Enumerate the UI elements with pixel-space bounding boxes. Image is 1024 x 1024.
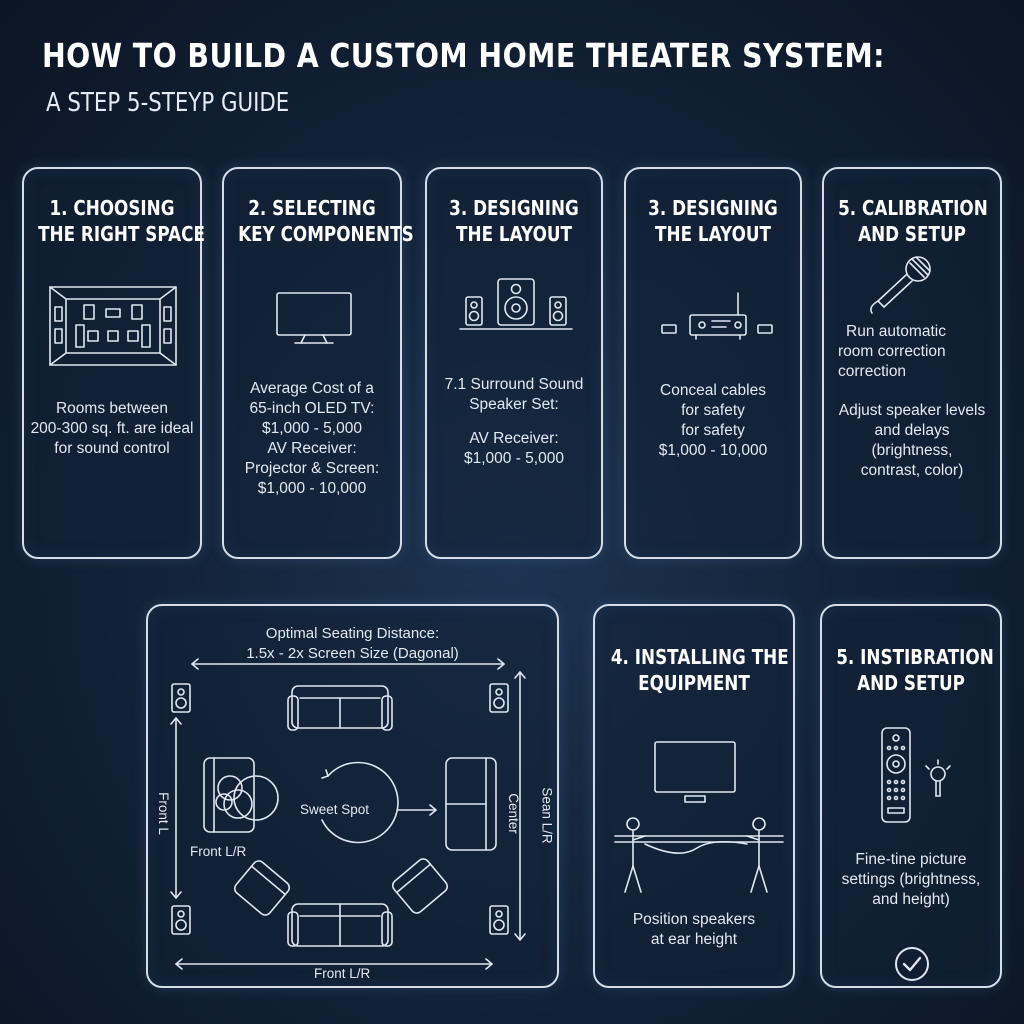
page-title: HOW TO BUILD A CUSTOM HOME THEATER SYSTE…	[42, 36, 885, 75]
center-vertical-label: Center	[505, 793, 521, 834]
page-subtitle: A STEP 5-STEYP GUIDE	[46, 88, 290, 118]
checkmark-icon	[894, 946, 930, 982]
room-layout-icon	[48, 285, 178, 367]
front-lr-bottom-label: Front L/R	[314, 966, 371, 981]
front-l-vertical-label: Front L	[155, 792, 171, 835]
seating-distance-label: Optimal Seating Distance:1.5x - 2x Scree…	[246, 625, 459, 662]
microphone-icon	[866, 251, 936, 314]
tv-icon	[275, 291, 353, 345]
sean-lr-vertical-label: Sean L/R	[539, 787, 555, 844]
front-lr-inner-label: Front L/R	[190, 844, 247, 859]
mounting-tv-icon	[609, 740, 785, 900]
seating-diagram-card: Optimal Seating Distance:1.5x - 2x Scree…	[146, 604, 559, 988]
remote-icon	[878, 726, 958, 826]
speaker-set-icon	[458, 275, 574, 333]
sweet-spot-label: Sweet Spot	[300, 802, 370, 817]
av-receiver-icon	[660, 287, 773, 347]
seating-layout-icon	[148, 606, 561, 990]
